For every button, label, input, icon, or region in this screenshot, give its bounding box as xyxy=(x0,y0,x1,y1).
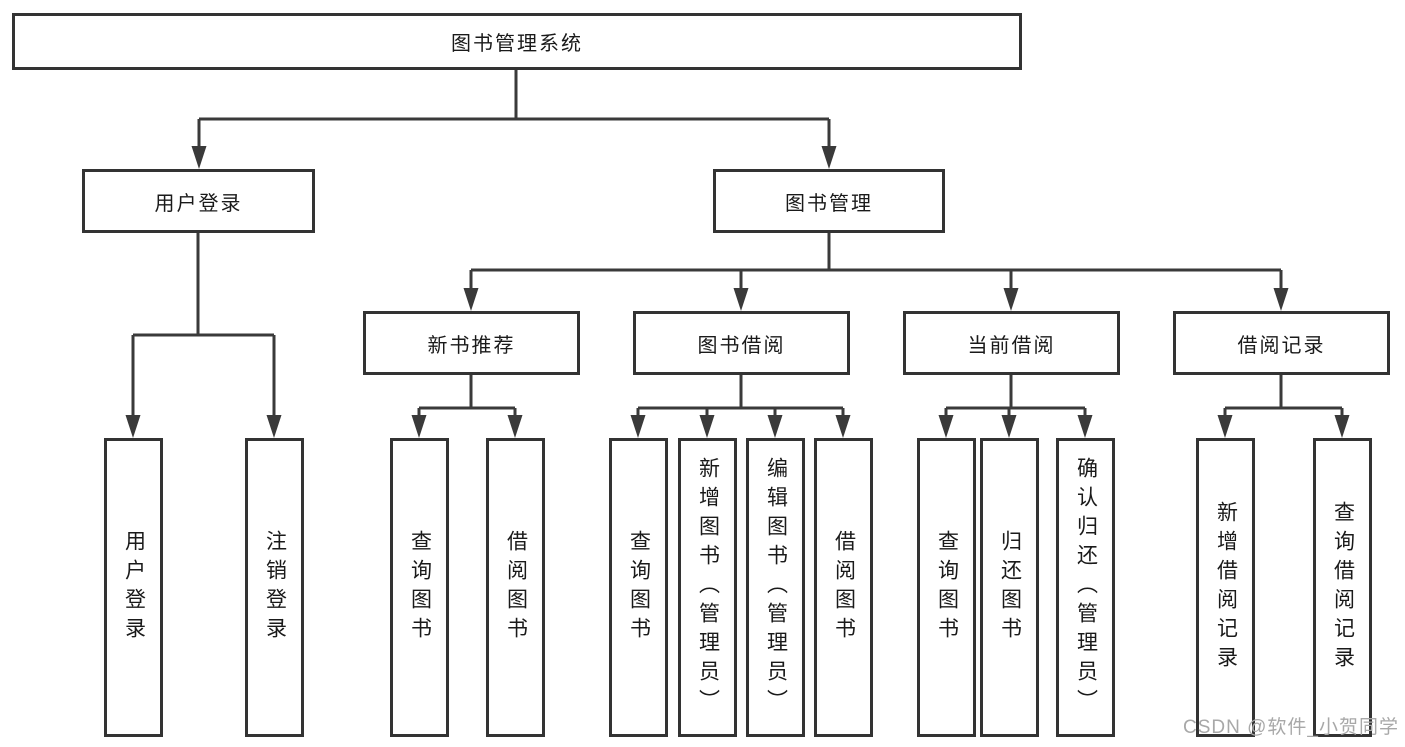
node-label: 用户登录 xyxy=(154,192,243,215)
node-label: 借阅图书 xyxy=(504,529,528,646)
leaf-query-borrow-record: 查询借阅记录 xyxy=(1313,438,1372,737)
leaf-return-book: 归还图书 xyxy=(980,438,1039,737)
node-borrowing-records: 借阅记录 xyxy=(1173,311,1390,375)
node-book-management: 图书管理 xyxy=(713,169,945,233)
leaf-user-login: 用户登录 xyxy=(104,438,163,737)
node-user-login: 用户登录 xyxy=(82,169,315,233)
node-label: 图书管理 xyxy=(785,192,873,215)
node-label: 当前借阅 xyxy=(967,334,1056,357)
leaf-query-books-current: 查询图书 xyxy=(917,438,976,737)
node-label: 编辑图书（管理员） xyxy=(764,457,788,718)
csdn-watermark: CSDN @软件_小贺同学 xyxy=(1183,717,1399,738)
node-new-book-recommend: 新书推荐 xyxy=(363,311,580,375)
node-label: 图书借阅 xyxy=(697,334,786,357)
node-label: 注销登录 xyxy=(263,529,287,646)
arrowheads xyxy=(125,146,1350,438)
leaf-confirm-return-admin: 确认归还（管理员） xyxy=(1056,438,1115,737)
node-label: 查询图书 xyxy=(935,529,959,646)
leaf-edit-book-admin: 编辑图书（管理员） xyxy=(746,438,805,737)
node-label: 查询借阅记录 xyxy=(1331,500,1355,675)
leaf-borrow-books-borrowing: 借阅图书 xyxy=(814,438,873,737)
leaf-query-books-borrowing: 查询图书 xyxy=(609,438,668,737)
node-label: 归还图书 xyxy=(998,529,1022,646)
leaf-add-book-admin: 新增图书（管理员） xyxy=(678,438,737,737)
node-label: 查询图书 xyxy=(408,529,432,646)
leaf-logout: 注销登录 xyxy=(245,438,304,737)
tree-branch-lines xyxy=(131,70,1344,418)
node-label: 新书推荐 xyxy=(427,334,516,357)
node-label: 借阅记录 xyxy=(1237,334,1326,357)
node-label: 新增借阅记录 xyxy=(1214,500,1238,675)
node-label: 用户登录 xyxy=(122,529,146,646)
node-book-borrowing: 图书借阅 xyxy=(633,311,850,375)
node-library-system: 图书管理系统 xyxy=(12,13,1022,70)
node-label: 查询图书 xyxy=(627,529,651,646)
leaf-add-borrow-record: 新增借阅记录 xyxy=(1196,438,1255,737)
leaf-query-books-recommend: 查询图书 xyxy=(390,438,449,737)
leaf-borrow-books-recommend: 借阅图书 xyxy=(486,438,545,737)
node-label: 新增图书（管理员） xyxy=(696,457,720,718)
node-label: 借阅图书 xyxy=(832,529,856,646)
node-label: 确认归还（管理员） xyxy=(1074,457,1098,718)
node-current-borrowing: 当前借阅 xyxy=(903,311,1120,375)
node-label: 图书管理系统 xyxy=(451,33,583,55)
